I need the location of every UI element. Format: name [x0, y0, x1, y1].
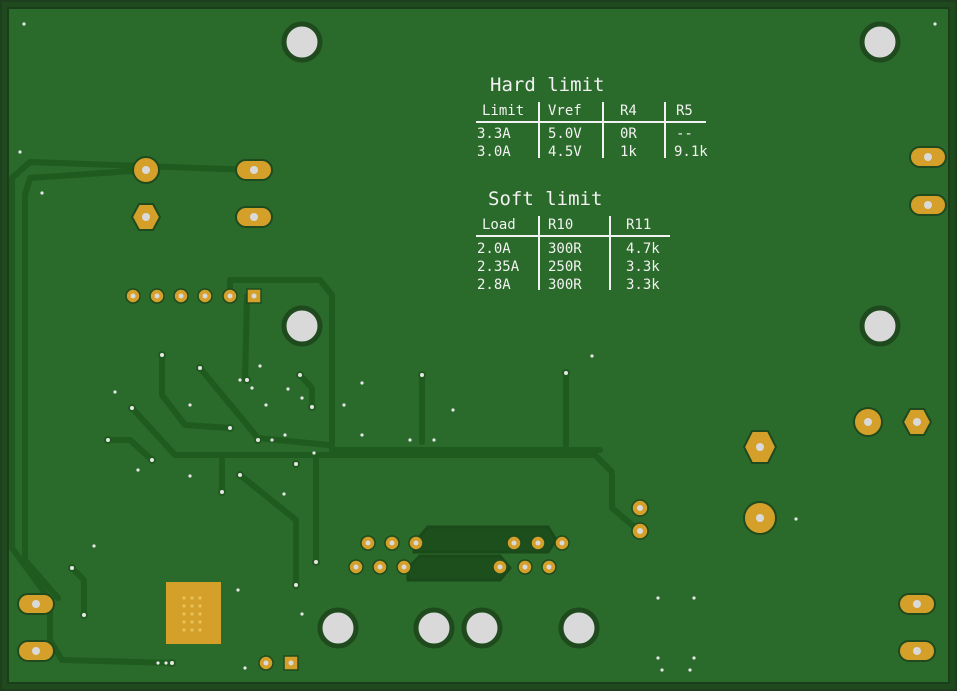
soft-limit-cell: 2.35A — [477, 259, 520, 275]
mounting-holes — [281, 21, 901, 649]
mounting-hole — [413, 607, 455, 649]
hard-limit-cell: 1k — [620, 144, 637, 160]
hard-limit-header-limit: Limit — [482, 103, 524, 119]
thermal-vias — [182, 596, 202, 632]
soft-limit-cell: 250R — [548, 259, 582, 275]
smd-thermal-pad — [166, 582, 221, 644]
hard-limit-header-vref: Vref — [548, 103, 582, 119]
hard-limit-cell: 9.1k — [674, 144, 708, 160]
mounting-hole — [317, 607, 359, 649]
board-surface — [7, 7, 950, 684]
soft-limit-title: Soft limit — [488, 188, 602, 210]
hard-limit-header-r4: R4 — [620, 103, 637, 119]
soft-limit-cell: 300R — [548, 277, 582, 293]
soft-limit-header-load: Load — [482, 217, 516, 233]
soft-limit-cell: 3.3k — [626, 259, 660, 275]
copper-pour-lower — [406, 554, 512, 582]
hard-limit-cell: 5.0V — [548, 126, 582, 142]
hard-limit-cell: 4.5V — [548, 144, 582, 160]
hard-limit-title: Hard limit — [490, 74, 604, 96]
mounting-hole — [859, 305, 901, 347]
hard-limit-header-r5: R5 — [676, 103, 693, 119]
copper-traces — [9, 159, 641, 666]
hard-limit-cell: 0R — [620, 126, 637, 142]
mounting-hole — [558, 607, 600, 649]
soft-limit-header-r11: R11 — [626, 217, 651, 233]
soft-limit-cell: 4.7k — [626, 241, 660, 257]
hard-limit-cell: 3.0A — [477, 144, 511, 160]
mounting-hole — [281, 305, 323, 347]
vias — [18, 22, 937, 672]
mounting-hole — [461, 607, 503, 649]
hard-limit-cell: 3.3A — [477, 126, 511, 142]
soft-limit-cell: 300R — [548, 241, 582, 257]
soft-limit-cell: 3.3k — [626, 277, 660, 293]
soft-limit-cell: 2.8A — [477, 277, 511, 293]
soft-limit-table: Soft limit Load R10 R11 2.0A 300R 4.7k 2… — [476, 188, 670, 293]
soft-limit-header-r10: R10 — [548, 217, 573, 233]
soft-limit-cell: 2.0A — [477, 241, 511, 257]
mounting-hole — [281, 21, 323, 63]
pad-drills — [142, 166, 921, 522]
hard-limit-cell: -- — [676, 126, 693, 142]
hard-limit-table: Hard limit Limit Vref R4 R5 3.3A 5.0V 0R… — [476, 74, 708, 160]
mounting-hole — [859, 21, 901, 63]
